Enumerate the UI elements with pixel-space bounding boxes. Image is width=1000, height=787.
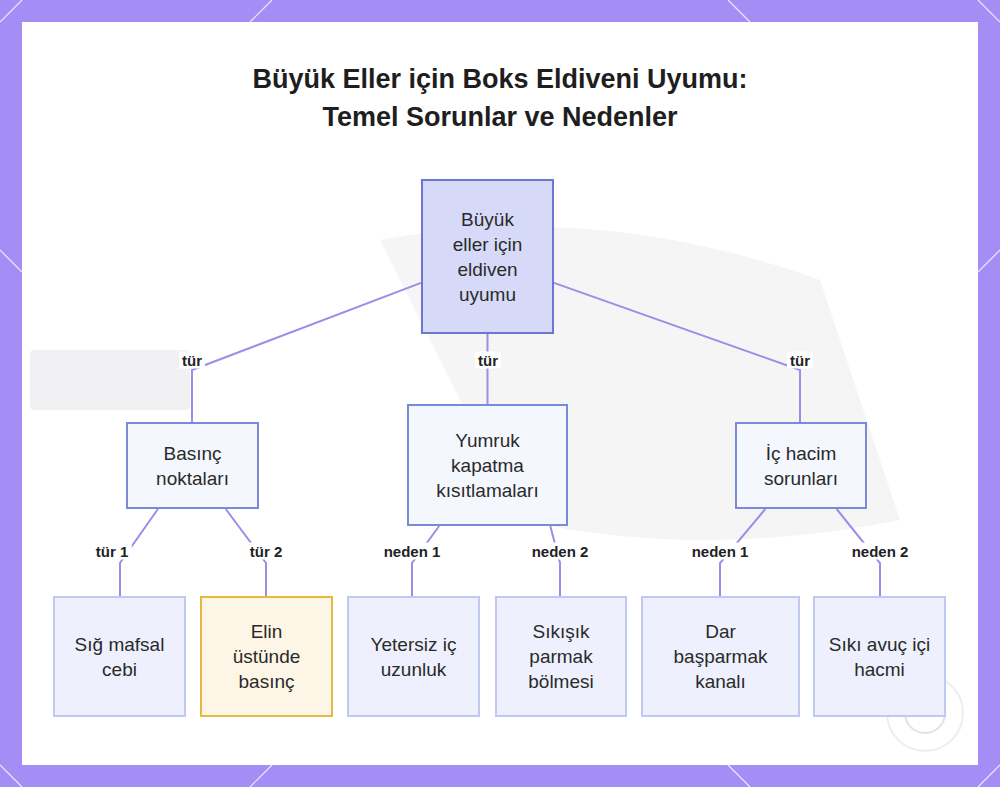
category-box: Elin üstünde basınç — [200, 596, 333, 717]
node-text: Yumruk kapatma kısıtlamaları — [418, 428, 558, 503]
node-text: Dar başparmak kanalı — [666, 619, 776, 694]
category-box: Dar başparmak kanalı — [641, 596, 800, 717]
text-stack: Sığ mafsal cebi — [75, 632, 165, 682]
connector-line — [192, 283, 421, 422]
category-box: Sıkı avuç içi hacmi — [813, 596, 946, 717]
text-stack: Büyük eller için eldiven uyumu — [443, 207, 533, 307]
node-text: Büyük eller için eldiven uyumu — [443, 207, 533, 307]
connector-line — [554, 283, 800, 422]
edge-label: neden 1 — [381, 543, 444, 560]
text-stack: İç hacim sorunları — [746, 441, 856, 491]
category-box: Basınç noktaları — [126, 422, 259, 509]
edge-label: tür — [179, 352, 205, 369]
node-text: Basınç noktaları — [138, 441, 248, 491]
category-box: Sıkışık parmak bölmesi — [495, 596, 627, 717]
category-box: Sığ mafsal cebi — [53, 596, 186, 717]
connector-line — [412, 526, 439, 596]
node-text: Elin üstünde basınç — [222, 619, 312, 694]
edge-label: tür — [475, 352, 501, 369]
text-stack: Basınç noktaları — [138, 441, 248, 491]
edge-label: tür 1 — [93, 543, 132, 560]
text-stack: Dar başparmak kanalı — [666, 619, 776, 694]
edge-label: neden 2 — [849, 543, 912, 560]
category-box: Yetersiz iç uzunluk — [347, 596, 480, 717]
node-text: Sıkışık parmak bölmesi — [511, 619, 611, 694]
text-stack: Elin üstünde basınç — [222, 619, 312, 694]
edge-label: tür 2 — [247, 543, 286, 560]
connector-line — [550, 526, 560, 596]
category-box: Yumruk kapatma kısıtlamaları — [407, 404, 568, 526]
diagram-title: Büyük Eller için Boks Eldiveni Uyumu: Te… — [240, 60, 760, 136]
text-stack: Sıkı avuç içi hacmi — [825, 632, 935, 682]
node-text: Yetersiz iç uzunluk — [359, 632, 469, 682]
edge-label: tür — [787, 352, 813, 369]
connector-line — [487, 334, 489, 404]
text-stack: Sıkışık parmak bölmesi — [511, 619, 611, 694]
node-text: Sığ mafsal cebi — [75, 632, 165, 682]
text-stack: Yumruk kapatma kısıtlamaları — [418, 428, 558, 503]
node-text: Sıkı avuç içi hacmi — [825, 632, 935, 682]
root-box: Büyük eller için eldiven uyumu — [421, 179, 554, 334]
node-text: İç hacim sorunları — [746, 441, 856, 491]
category-box: İç hacim sorunları — [735, 422, 867, 509]
edge-label: neden 2 — [529, 543, 592, 560]
edge-label: neden 1 — [689, 543, 752, 560]
text-stack: Yetersiz iç uzunluk — [359, 632, 469, 682]
